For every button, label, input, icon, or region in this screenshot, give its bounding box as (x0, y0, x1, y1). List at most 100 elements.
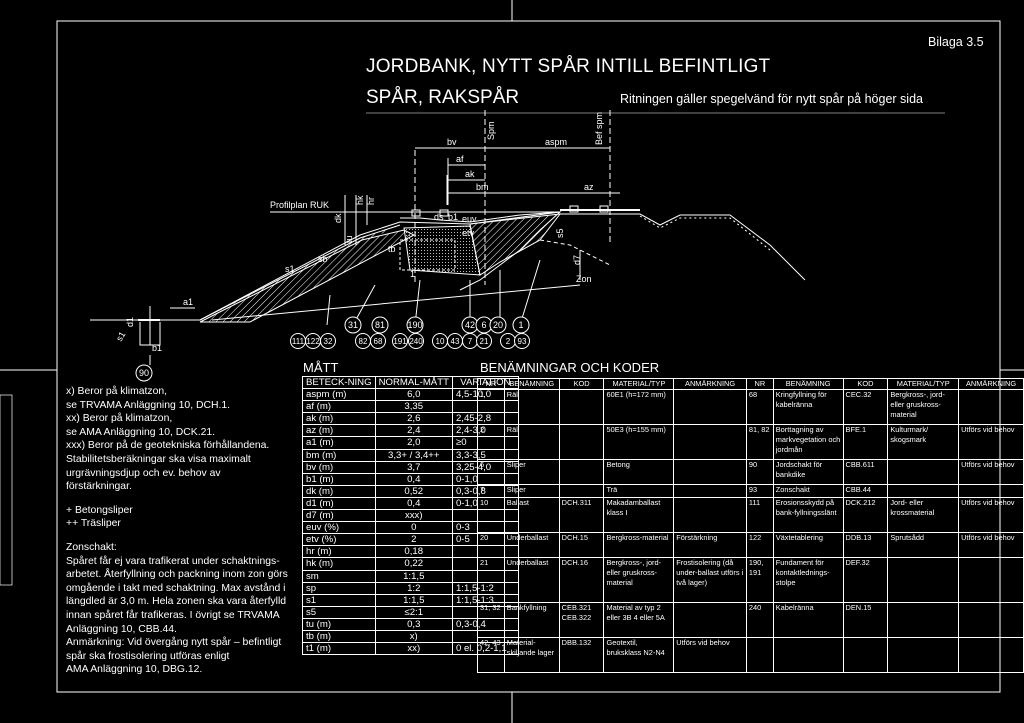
ben-cell (842, 637, 889, 673)
matt-beteckning: dk (m) (302, 484, 376, 498)
matt-beteckning: hk (m) (302, 557, 376, 571)
matt-normalmatt: 2 (374, 533, 453, 547)
notes-line: Spåret får ej vara trafikerat under scha… (66, 555, 280, 567)
matt-row: hr (m)0,18 (302, 545, 519, 559)
matt-title: MÅTT (303, 360, 339, 375)
matt-beteckning: euv (%) (302, 521, 376, 535)
ben-cell: 60E1 (h=172 mm) (603, 389, 675, 425)
ref-bottom-number: 240 (409, 337, 423, 346)
ben-cell (958, 637, 1024, 673)
label-hk: hk (355, 195, 365, 205)
ben-cell (673, 389, 747, 425)
ref-bottom-circle (476, 333, 492, 349)
label-euv: euv (462, 214, 477, 224)
ref-top-number: 31 (348, 320, 358, 330)
ben-cell: Borttagning av markvegetation och jordmå… (772, 424, 844, 460)
matt-beteckning: b1 (m) (302, 472, 376, 486)
ben-cell: 81, 82 (745, 424, 774, 460)
ben-cell: Fundament för kontaktlednings-stolpe (772, 557, 844, 603)
matt-beteckning: tu (m) (302, 617, 376, 631)
ben-cell: 31, 32 (477, 602, 505, 638)
notes-line: Zonschakt: (66, 541, 117, 553)
ref-bottom-number: 21 (480, 337, 489, 346)
ref-bottom-number: 68 (374, 337, 383, 346)
ben-cell: 1 (477, 389, 505, 425)
notes-spacer (66, 494, 296, 504)
label-d7: d7 (572, 255, 582, 265)
matt-normalmatt: 1:2 (374, 581, 453, 595)
ben-cell (958, 484, 1024, 498)
ben-cell (958, 389, 1024, 425)
ben-cell: DBB.132 (558, 637, 605, 673)
label-spm: Spm (486, 121, 496, 140)
label-etv: etv (462, 228, 475, 238)
ben-header-cell: BENÄMNING (772, 378, 844, 390)
matt-beteckning: s1 (302, 593, 376, 607)
ref-bottom-circle (370, 333, 386, 349)
ben-cell: 10 (477, 497, 505, 533)
matt-beteckning: tb (m) (302, 629, 376, 644)
notes-line: se TRVAMA Anläggning 10, DCH.1. (66, 399, 231, 411)
ben-cell: 2 (477, 424, 505, 460)
ben-cell: 7 (477, 484, 505, 498)
notes-line: AMA Anläggning 10, DBG.12. (66, 664, 203, 676)
matt-header-normalmatt: NORMAL-MÅTT (374, 375, 453, 390)
title-line-2: SPÅR, RAKSPÅR (366, 87, 520, 108)
ben-cell: Utförs vid behov (673, 637, 747, 673)
ben-cell (673, 497, 747, 533)
notes-line: omgående i takt med schaktning. Max avst… (66, 582, 286, 594)
matt-normalmatt: 2,4 (374, 424, 453, 438)
matt-normalmatt: xx) (374, 642, 453, 656)
ben-cell: 90 (745, 459, 774, 485)
ref-left-circle (135, 364, 153, 382)
ben-cell: DCH.16 (558, 557, 605, 603)
ben-cell: Frostisolering (då under-ballast utförs … (673, 557, 747, 603)
ref-bottom-number: 32 (324, 337, 333, 346)
ref-top-circle (371, 316, 389, 334)
ben-header-cell: MATERIAL/TYP (603, 378, 675, 390)
ben-cell: Sliper (503, 484, 560, 498)
ben-cell: 93 (745, 484, 774, 498)
notes-line: förstärkningar. (66, 481, 132, 493)
label-af: af (456, 154, 464, 164)
ben-cell: 6 (477, 459, 505, 485)
notes-line: xx) Beror på klimatzon, (66, 413, 173, 425)
ben-cell: 21 (477, 557, 505, 603)
ben-cell: 190, 191 (745, 557, 774, 603)
benamningar-title: BENÄMNINGAR OCH KODER (480, 360, 660, 375)
matt-beteckning: bv (m) (302, 460, 376, 474)
ben-cell: Sliper (503, 459, 560, 485)
ben-cell: Trä (603, 484, 675, 498)
ref-bottom-number: 122 (306, 337, 320, 346)
notes-line: spår ska frostisolering utföras enligt (66, 650, 230, 662)
ben-cell: Utförs vid behov (958, 424, 1024, 460)
notes-line: xxx) Beror på de geotekniska förhållande… (66, 440, 270, 452)
ben-header-cell: MATERIAL/TYP (887, 378, 960, 390)
matt-normalmatt: 0,22 (374, 557, 453, 571)
ben-cell: 122 (745, 532, 774, 558)
matt-normalmatt: 2,0 (374, 436, 453, 450)
ben-cell (772, 637, 844, 673)
ben-cell: Räl (503, 424, 560, 460)
ben-cell (558, 459, 605, 485)
ben-cell: Ballast (503, 497, 560, 533)
ben-cell: Jord- eller krossmaterial (887, 497, 960, 533)
ben-cell: Bergkross-, jord- eller gruskross-materi… (887, 389, 960, 425)
ref-bottom-circle (514, 333, 530, 349)
notes-line: + Betongsliper (66, 504, 133, 516)
notes-spacer (66, 531, 296, 541)
bilaga-label: Bilaga 3.5 (928, 35, 984, 49)
ben-cell: CBB.44 (842, 484, 889, 498)
notes-line: arbetet. Återfyllning och packning inom … (66, 569, 288, 581)
ben-cell: Jordschakt för bankdike (772, 459, 844, 485)
label-b1: b1 (448, 212, 458, 222)
ben-cell: 240 (745, 602, 774, 638)
notes-line: Stabilitetsberäkningar ska visa maximalt (66, 453, 251, 465)
ben-cell (673, 459, 747, 485)
ben-cell: DCH.15 (558, 532, 605, 558)
ben-cell: 111 (745, 497, 774, 533)
